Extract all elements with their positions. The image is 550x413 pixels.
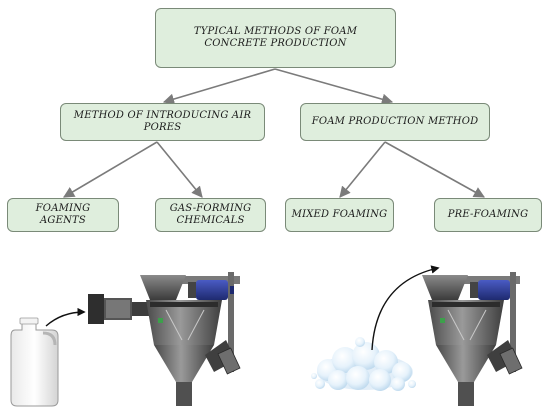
leaf-node-pre-foaming: PRE-FOAMING xyxy=(434,198,542,232)
connector-root-to-air-pores xyxy=(162,68,276,105)
feed-arrow-1 xyxy=(45,307,86,327)
branch-node-foam-production: FOAM PRODUCTION METHOD xyxy=(300,103,490,141)
connector-air-pores-to-gas-forming xyxy=(156,141,203,198)
foaming-agent-canister-icon xyxy=(10,317,59,407)
mixer-machine-icon xyxy=(422,272,523,406)
connector-foam-production-to-pre xyxy=(384,141,485,198)
connector-root-to-foam-production xyxy=(274,68,394,105)
connector-foam-production-to-mixed xyxy=(339,141,386,198)
root-node: TYPICAL METHODS OF FOAM CONCRETE PRODUCT… xyxy=(155,8,396,68)
feed-arrow-2 xyxy=(371,265,440,351)
mixer-machine-icon xyxy=(88,272,241,406)
connector-air-pores-to-foaming-agents xyxy=(63,141,158,198)
branch-node-air-pores: METHOD OF INTRODUCING AIR PORES xyxy=(60,103,265,141)
leaf-node-gas-forming: GAS-FORMING CHEMICALS xyxy=(155,198,266,232)
foam-bubbles-icon xyxy=(311,337,416,391)
leaf-node-mixed-foaming: MIXED FOAMING xyxy=(285,198,394,232)
leaf-node-foaming-agents: FOAMING AGENTS xyxy=(7,198,119,232)
